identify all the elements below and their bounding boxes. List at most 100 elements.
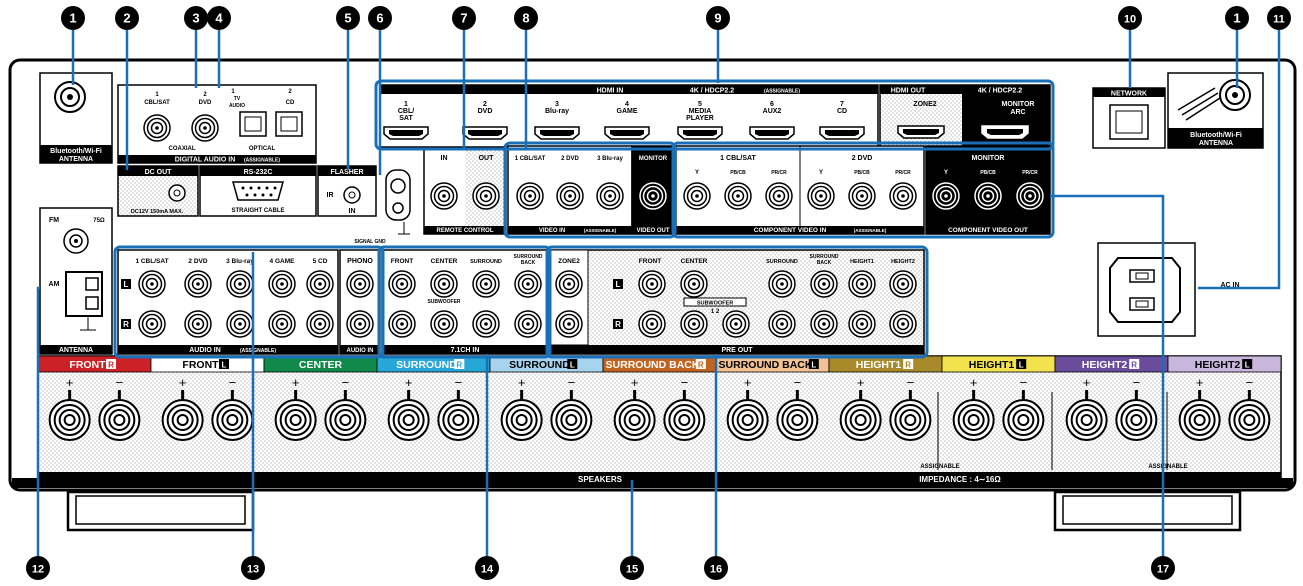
speaker-post-7-plus[interactable] — [726, 390, 769, 441]
callout-10: 10 — [1118, 6, 1142, 30]
coax-jack-1[interactable] — [143, 114, 171, 142]
component-in-jack-6[interactable] — [889, 182, 917, 210]
ch71-jack-top-1[interactable] — [388, 270, 416, 298]
ch71-jack-bottom-2[interactable] — [472, 310, 500, 338]
pre-out-front-r[interactable] — [638, 310, 666, 338]
speaker-post-11-plus[interactable] — [1178, 390, 1221, 441]
audio-in-jack-3-r[interactable] — [226, 310, 254, 338]
audio-in-jack-3-l[interactable] — [226, 270, 254, 298]
speaker-post-5-minus[interactable] — [550, 390, 593, 441]
hdmi-in-port-7[interactable] — [819, 126, 865, 140]
ch71-jack-top-4[interactable] — [514, 270, 542, 298]
speaker-post-6-plus[interactable] — [613, 390, 656, 441]
pre-out-sub2-jack[interactable] — [722, 310, 750, 338]
hdmi-in-port-3[interactable] — [534, 126, 580, 140]
pre-out-zone2-l[interactable] — [555, 270, 583, 298]
component-in-jack-1[interactable] — [683, 182, 711, 210]
speaker-post-8-minus[interactable] — [889, 390, 932, 441]
coax-jack-2[interactable] — [191, 114, 219, 142]
pre-out-jack-top-4[interactable] — [889, 270, 917, 298]
pre-out-sub1-jack[interactable] — [680, 310, 708, 338]
component-in-jack-4[interactable] — [807, 182, 835, 210]
remote-in-jack[interactable] — [430, 182, 458, 210]
speaker-side-badge-10 — [1129, 359, 1140, 369]
audio-in-jack-4-l[interactable] — [268, 270, 296, 298]
signal-gnd-terminal[interactable] — [385, 169, 411, 235]
speaker-post-9-plus[interactable] — [952, 390, 995, 441]
component-in-jack-3[interactable] — [765, 182, 793, 210]
speaker-post-6-minus[interactable] — [663, 390, 706, 441]
bt-antenna-left[interactable] — [39, 72, 113, 164]
hdmi-out-monitor-port[interactable] — [981, 125, 1029, 139]
video-in-jack-3[interactable] — [596, 182, 624, 210]
pre-out-center-jack[interactable] — [680, 270, 708, 298]
speaker-post-8-plus[interactable] — [839, 390, 882, 441]
pre-out-jack-top-1[interactable] — [768, 270, 796, 298]
speaker-post-1-plus[interactable] — [48, 390, 91, 441]
speaker-post-9-minus[interactable] — [1002, 390, 1045, 441]
hdmi-in-port-4[interactable] — [604, 126, 650, 140]
speaker-post-11-minus[interactable] — [1228, 390, 1271, 441]
flasher-header — [318, 166, 376, 176]
audio-in-r-tag: R — [121, 319, 131, 329]
speaker-post-10-plus[interactable] — [1065, 390, 1108, 441]
video-in-jack-1[interactable] — [516, 182, 544, 210]
speaker-post-7-minus[interactable] — [776, 390, 819, 441]
component-out-jack-2[interactable] — [974, 182, 1002, 210]
speaker-post-2-plus[interactable] — [161, 390, 204, 441]
pre-out-jack-bottom-4[interactable] — [889, 310, 917, 338]
audio-in-jack-4-r[interactable] — [268, 310, 296, 338]
fm-jack[interactable] — [63, 228, 89, 254]
am-terminal[interactable] — [65, 271, 103, 331]
pre-out-jack-bottom-1[interactable] — [768, 310, 796, 338]
remote-out-jack[interactable] — [472, 182, 500, 210]
hdmi-in-port-5[interactable] — [677, 126, 723, 140]
audio-in-jack-5-r[interactable] — [306, 310, 334, 338]
component-in-jack-5[interactable] — [848, 182, 876, 210]
speaker-post-3-minus[interactable] — [324, 390, 367, 441]
ch71-subwoofer-jack[interactable] — [430, 310, 458, 338]
hdmi-in-port-2[interactable] — [462, 126, 508, 140]
pre-out-jack-top-2[interactable] — [810, 270, 838, 298]
speaker-post-3-plus[interactable] — [274, 390, 317, 441]
speaker-post-10-minus[interactable] — [1115, 390, 1158, 441]
speaker-post-5-plus[interactable] — [500, 390, 543, 441]
speaker-post-1-minus[interactable] — [98, 390, 141, 441]
rs232c-port[interactable] — [232, 181, 284, 201]
hdmi-in-port-1[interactable] — [383, 126, 429, 140]
ch71-jack-top-3[interactable] — [472, 270, 500, 298]
dc-out-jack[interactable] — [168, 184, 186, 202]
pre-out-front-l[interactable] — [638, 270, 666, 298]
hdmi-in-port-6[interactable] — [749, 126, 795, 140]
pre-out-jack-top-3[interactable] — [848, 270, 876, 298]
opt1-name: TV — [234, 96, 241, 102]
audio-in-jack-6-r[interactable] — [346, 310, 374, 338]
video-in-jack-2[interactable] — [556, 182, 584, 210]
ch71-jack-bottom-3[interactable] — [514, 310, 542, 338]
ch71-jack-top-2[interactable] — [430, 270, 458, 298]
audio-in-jack-1-r[interactable] — [138, 310, 166, 338]
component-out-jack-3[interactable] — [1016, 182, 1044, 210]
optical-port-2[interactable] — [275, 111, 303, 137]
ch71-jack-bottom-1[interactable] — [388, 310, 416, 338]
bt-antenna-right[interactable] — [1167, 72, 1264, 149]
video-out-monitor-jack[interactable] — [639, 182, 667, 210]
ac-inlet[interactable] — [1097, 242, 1196, 337]
optical-port-1[interactable] — [239, 111, 267, 137]
pre-out-jack-bottom-3[interactable] — [848, 310, 876, 338]
speaker-post-2-minus[interactable] — [211, 390, 254, 441]
flasher-jack[interactable] — [343, 186, 361, 204]
component-in-jack-2[interactable] — [724, 182, 752, 210]
speaker-post-4-plus[interactable] — [387, 390, 430, 441]
hdmi-out-zone2-port[interactable] — [897, 125, 945, 139]
audio-in-jack-6-l[interactable] — [346, 270, 374, 298]
audio-in-jack-1-l[interactable] — [138, 270, 166, 298]
audio-in-jack-2-l[interactable] — [184, 270, 212, 298]
audio-in-jack-2-r[interactable] — [184, 310, 212, 338]
pre-out-zone2-r[interactable] — [555, 310, 583, 338]
network-port[interactable] — [1092, 87, 1166, 149]
audio-in-jack-5-l[interactable] — [306, 270, 334, 298]
component-out-jack-1[interactable] — [932, 182, 960, 210]
speaker-post-4-minus[interactable] — [437, 390, 480, 441]
pre-out-jack-bottom-2[interactable] — [810, 310, 838, 338]
